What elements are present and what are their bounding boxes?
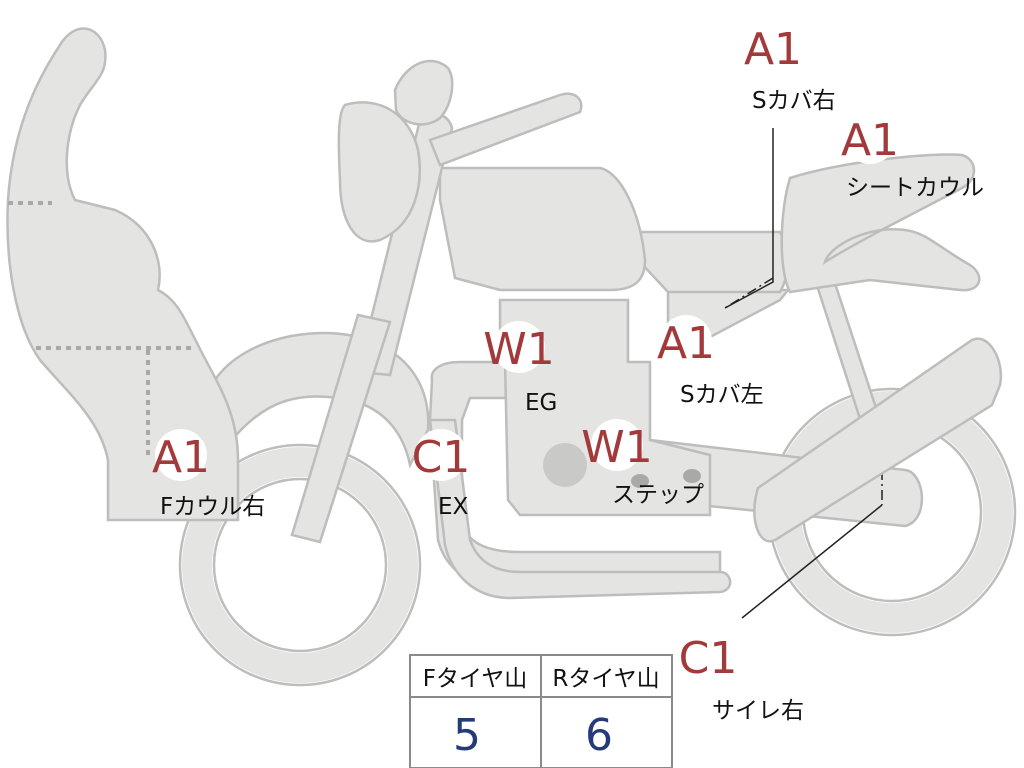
callout-silencer-right: C1 サイレ右 <box>679 630 804 724</box>
part-label: Fカウル右 <box>160 494 265 520</box>
callout-f-cowl-right: A1 Fカウル右 <box>152 429 265 520</box>
step-peg-a <box>631 474 649 488</box>
grade-text: C1 <box>412 432 471 483</box>
grade-badge-bg <box>493 321 545 373</box>
grade-badge-bg <box>682 630 734 682</box>
rear-tire-value: 6 <box>585 710 613 761</box>
grade-text: A1 <box>744 24 802 75</box>
tire-tread-table: Fタイヤ山 Rタイヤ山 5 6 <box>409 654 673 768</box>
callout-seat-cowl: A1 シートカウル <box>841 112 984 201</box>
grade-badge-bg <box>747 22 799 74</box>
grade-text: A1 <box>152 432 210 483</box>
leader-silencer-diag <box>741 504 883 619</box>
grade-text: W1 <box>581 422 653 473</box>
part-label: シートカウル <box>846 175 984 201</box>
rear-tire-header: Rタイヤ山 <box>552 666 659 692</box>
step-peg-b <box>683 469 701 483</box>
handlebar <box>428 92 583 167</box>
grade-text: A1 <box>841 115 899 166</box>
front-tire-header: Fタイヤ山 <box>423 666 528 692</box>
grade-badge-bg <box>844 112 896 164</box>
part-label: Sカバ右 <box>752 88 836 114</box>
callout-engine: W1 EG <box>483 321 557 416</box>
front-tire-value: 5 <box>453 710 481 761</box>
frame-rail <box>428 418 732 600</box>
leader-s-cover-right-dash <box>724 277 774 309</box>
grade-badge-bg <box>415 429 467 481</box>
seat-cowl <box>780 153 981 294</box>
fuel-tank <box>438 166 647 292</box>
part-label: EG <box>525 390 557 416</box>
front-cowl <box>6 27 240 522</box>
fork-lower <box>290 313 392 544</box>
meter <box>393 59 454 126</box>
grade-text: W1 <box>483 324 555 375</box>
grade-text: C1 <box>679 633 738 684</box>
part-label: ステップ <box>612 482 704 508</box>
part-label: Sカバ左 <box>680 382 764 408</box>
callout-step: W1 ステップ <box>581 419 704 508</box>
callout-s-cover-right: A1 Sカバ右 <box>744 22 836 114</box>
leader-s-cover-right <box>724 128 774 309</box>
grade-badge-bg <box>591 419 643 471</box>
callout-exhaust: C1 EX <box>412 429 471 520</box>
engine-cover <box>543 443 587 487</box>
callout-s-cover-left: A1 Sカバ左 <box>657 315 764 408</box>
front-wheel <box>178 443 422 687</box>
silencer <box>753 337 1003 543</box>
part-label: サイレ右 <box>712 698 804 724</box>
grade-text: A1 <box>657 318 715 369</box>
part-label: EX <box>438 494 469 520</box>
grade-badge-bg <box>660 315 712 367</box>
grade-badge-bg <box>155 429 207 481</box>
